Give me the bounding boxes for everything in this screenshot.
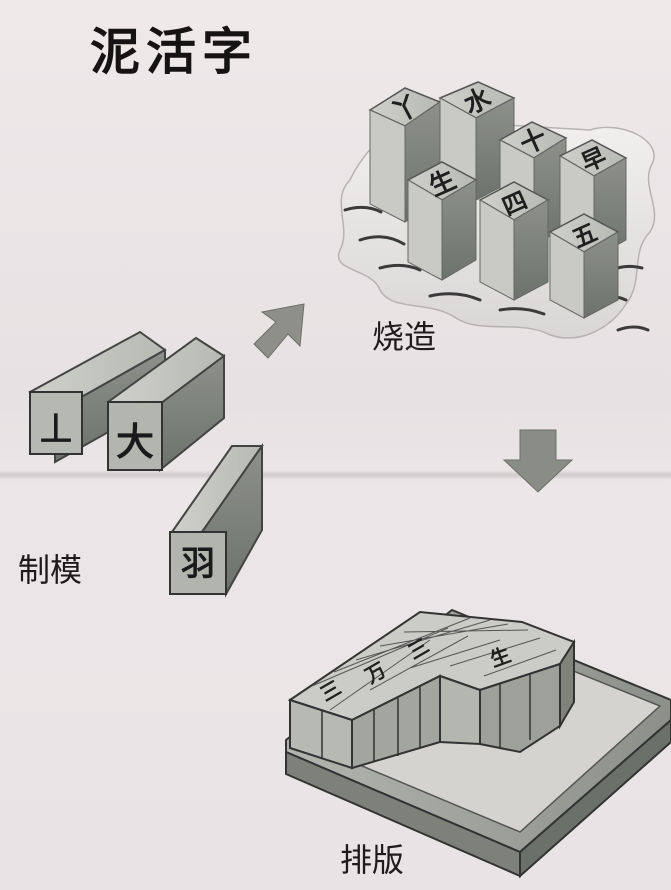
mold-face-char-1: 丄	[40, 410, 72, 448]
fired-type-block-6	[478, 181, 550, 301]
fired-type-block-7	[548, 213, 620, 319]
typeset-block-cluster	[287, 610, 576, 770]
fired-type-block-5	[406, 161, 478, 281]
arrow-down-icon	[502, 429, 574, 493]
mold-type-block-2	[106, 336, 226, 473]
fold-crease	[0, 470, 671, 480]
mold-face-char-3: 羽	[181, 544, 215, 584]
page-title: 泥活字	[90, 23, 258, 81]
step-label-firing: 烧造	[372, 318, 437, 356]
step-label-mold-making: 制模	[18, 551, 83, 589]
arrow-up-right-icon	[253, 303, 305, 359]
mold-face-char-2: 大	[116, 420, 154, 464]
step-label-typesetting: 排版	[340, 841, 405, 879]
mold-type-block-3	[169, 442, 264, 598]
